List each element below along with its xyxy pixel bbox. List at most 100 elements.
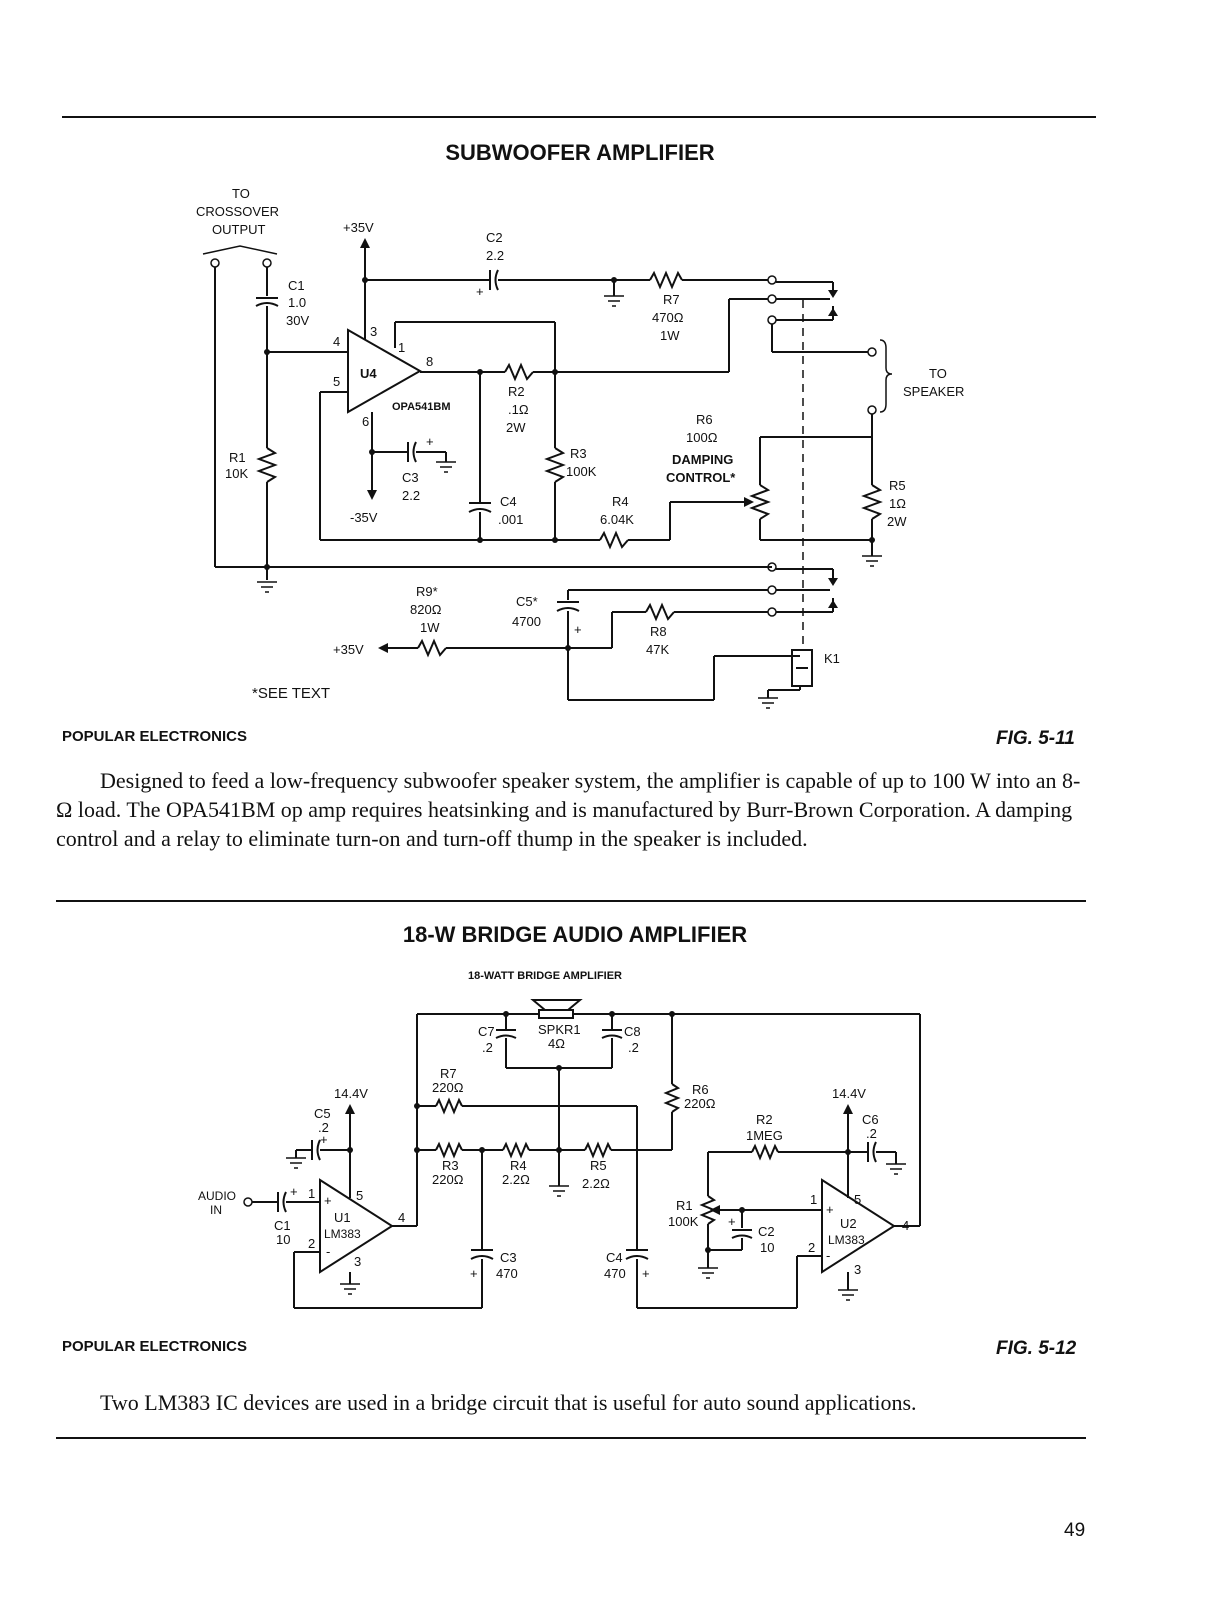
see-text-note: *SEE TEXT xyxy=(252,685,330,702)
c5-value: 4700 xyxy=(512,614,541,629)
r6-potentiometer xyxy=(749,484,771,520)
c5-plus: + xyxy=(574,622,582,637)
top-rule xyxy=(62,116,1096,118)
c3-plus: + xyxy=(470,1266,478,1281)
r6-name: R6 xyxy=(692,1082,709,1097)
r9-resistor xyxy=(417,638,447,658)
u2-pin3: 3 xyxy=(854,1262,861,1277)
spkr1-speaker xyxy=(530,999,583,1011)
c3-name: C3 xyxy=(402,470,419,485)
c5-plus: + xyxy=(320,1132,328,1147)
c7-value: .2 xyxy=(482,1040,493,1055)
input-label-3: OUTPUT xyxy=(212,222,266,237)
audio-in-terminal xyxy=(243,1197,253,1207)
r6-name: R6 xyxy=(696,412,713,427)
vminus-label: -35V xyxy=(350,510,378,525)
r1-name: R1 xyxy=(229,450,246,465)
u1-pin5: 5 xyxy=(356,1188,363,1203)
r6-label-2: CONTROL* xyxy=(666,470,736,485)
u4-pin4: 4 xyxy=(333,334,340,349)
r4-value: 6.04K xyxy=(600,512,634,527)
u2-supply: 14.4V xyxy=(832,1086,866,1101)
c3-value: 470 xyxy=(496,1266,518,1281)
u1-plus: + xyxy=(324,1193,332,1208)
u1-pin4: 4 xyxy=(398,1210,405,1225)
r2-name: R2 xyxy=(756,1112,773,1127)
r4-name: R4 xyxy=(612,494,629,509)
u4-pin3: 3 xyxy=(370,324,377,339)
speaker-label-2: SPEAKER xyxy=(903,384,964,399)
c1-value: 10 xyxy=(276,1232,290,1247)
r2-value: 1MEG xyxy=(746,1128,783,1143)
ground-c5 xyxy=(286,1157,306,1169)
c1-voltage: 30V xyxy=(286,313,309,328)
c3-plus: + xyxy=(426,434,434,449)
c4-plus: + xyxy=(642,1266,650,1281)
c8-name: C8 xyxy=(624,1024,641,1039)
u2-pin5: 5 xyxy=(854,1192,861,1207)
speaker-label-1: TO xyxy=(929,366,947,381)
r1-name: R1 xyxy=(676,1198,693,1213)
figure2-source: POPULAR ELECTRONICS xyxy=(62,1338,248,1355)
u1-pin3: 3 xyxy=(354,1254,361,1269)
ground-c6 xyxy=(886,1163,906,1175)
c1-capacitor xyxy=(277,1191,287,1213)
ground-r5 xyxy=(862,555,882,567)
subwoofer-amplifier-schematic: TO CROSSOVER OUTPUT C1 1.0 30V R1 10K +3… xyxy=(196,186,964,709)
r4-resistor xyxy=(599,530,629,550)
c6-value: .2 xyxy=(866,1126,877,1141)
c5-name: C5* xyxy=(516,594,538,609)
r4-resistor xyxy=(502,1141,530,1159)
audio-in-label-1: AUDIO xyxy=(198,1189,236,1203)
c2-capacitor xyxy=(731,1229,753,1239)
u1-pin2: 2 xyxy=(308,1236,315,1251)
c5-value: .2 xyxy=(318,1120,329,1135)
bridge-amplifier-schematic: SPKR1 4Ω C7 .2 C8 .2 R7 220Ω R3 220Ω R4 … xyxy=(198,999,921,1309)
c4-capacitor xyxy=(625,1249,649,1260)
input-label-2: CROSSOVER xyxy=(196,204,279,219)
r7-resistor xyxy=(435,1097,463,1115)
figure2-label: FIG. 5-12 xyxy=(996,1338,1077,1359)
u1-opamp xyxy=(319,1178,394,1274)
r5-name: R5 xyxy=(889,478,906,493)
u1-minus: - xyxy=(326,1244,330,1259)
c1-plus: + xyxy=(290,1184,298,1199)
r5-resistor xyxy=(584,1141,612,1159)
r6-label-1: DAMPING xyxy=(672,452,733,467)
middle-rule xyxy=(56,900,1086,902)
c3-capacitor xyxy=(470,1249,494,1260)
figure2-caption: Two LM383 IC devices are used in a bridg… xyxy=(100,1390,917,1415)
u4-pin6: 6 xyxy=(362,414,369,429)
c4-name: C4 xyxy=(606,1250,623,1265)
u4-pin8: 8 xyxy=(426,354,433,369)
r3-value: 100K xyxy=(566,464,597,479)
u4-part: OPA541BM xyxy=(392,401,450,413)
r2-value: .1Ω xyxy=(508,402,529,417)
c2-value: 10 xyxy=(760,1240,774,1255)
r4-name: R4 xyxy=(510,1158,527,1173)
r1-value: 100K xyxy=(668,1214,699,1229)
u2-pin2: 2 xyxy=(808,1240,815,1255)
c6-name: C6 xyxy=(862,1112,879,1127)
r5-name: R5 xyxy=(590,1158,607,1173)
r9-value: 820Ω xyxy=(410,602,442,617)
k1-name: K1 xyxy=(824,651,840,666)
c4-capacitor xyxy=(468,502,492,513)
u4-name: U4 xyxy=(360,366,377,381)
c7-name: C7 xyxy=(478,1024,495,1039)
c4-name: C4 xyxy=(500,494,517,509)
r8-resistor xyxy=(645,602,675,622)
r3-resistor xyxy=(435,1141,463,1159)
r7-name: R7 xyxy=(440,1066,457,1081)
c3-value: 2.2 xyxy=(402,488,420,503)
r2-resistor xyxy=(751,1143,779,1161)
ground-center xyxy=(549,1185,569,1197)
r7-power: 1W xyxy=(660,328,680,343)
c8-capacitor xyxy=(601,1029,623,1039)
r7-name: R7 xyxy=(663,292,680,307)
r3-name: R3 xyxy=(442,1158,459,1173)
ground-u2 xyxy=(838,1289,858,1301)
c2-name: C2 xyxy=(758,1224,775,1239)
u2-pin1: 1 xyxy=(810,1192,817,1207)
r6-value: 220Ω xyxy=(684,1096,716,1111)
